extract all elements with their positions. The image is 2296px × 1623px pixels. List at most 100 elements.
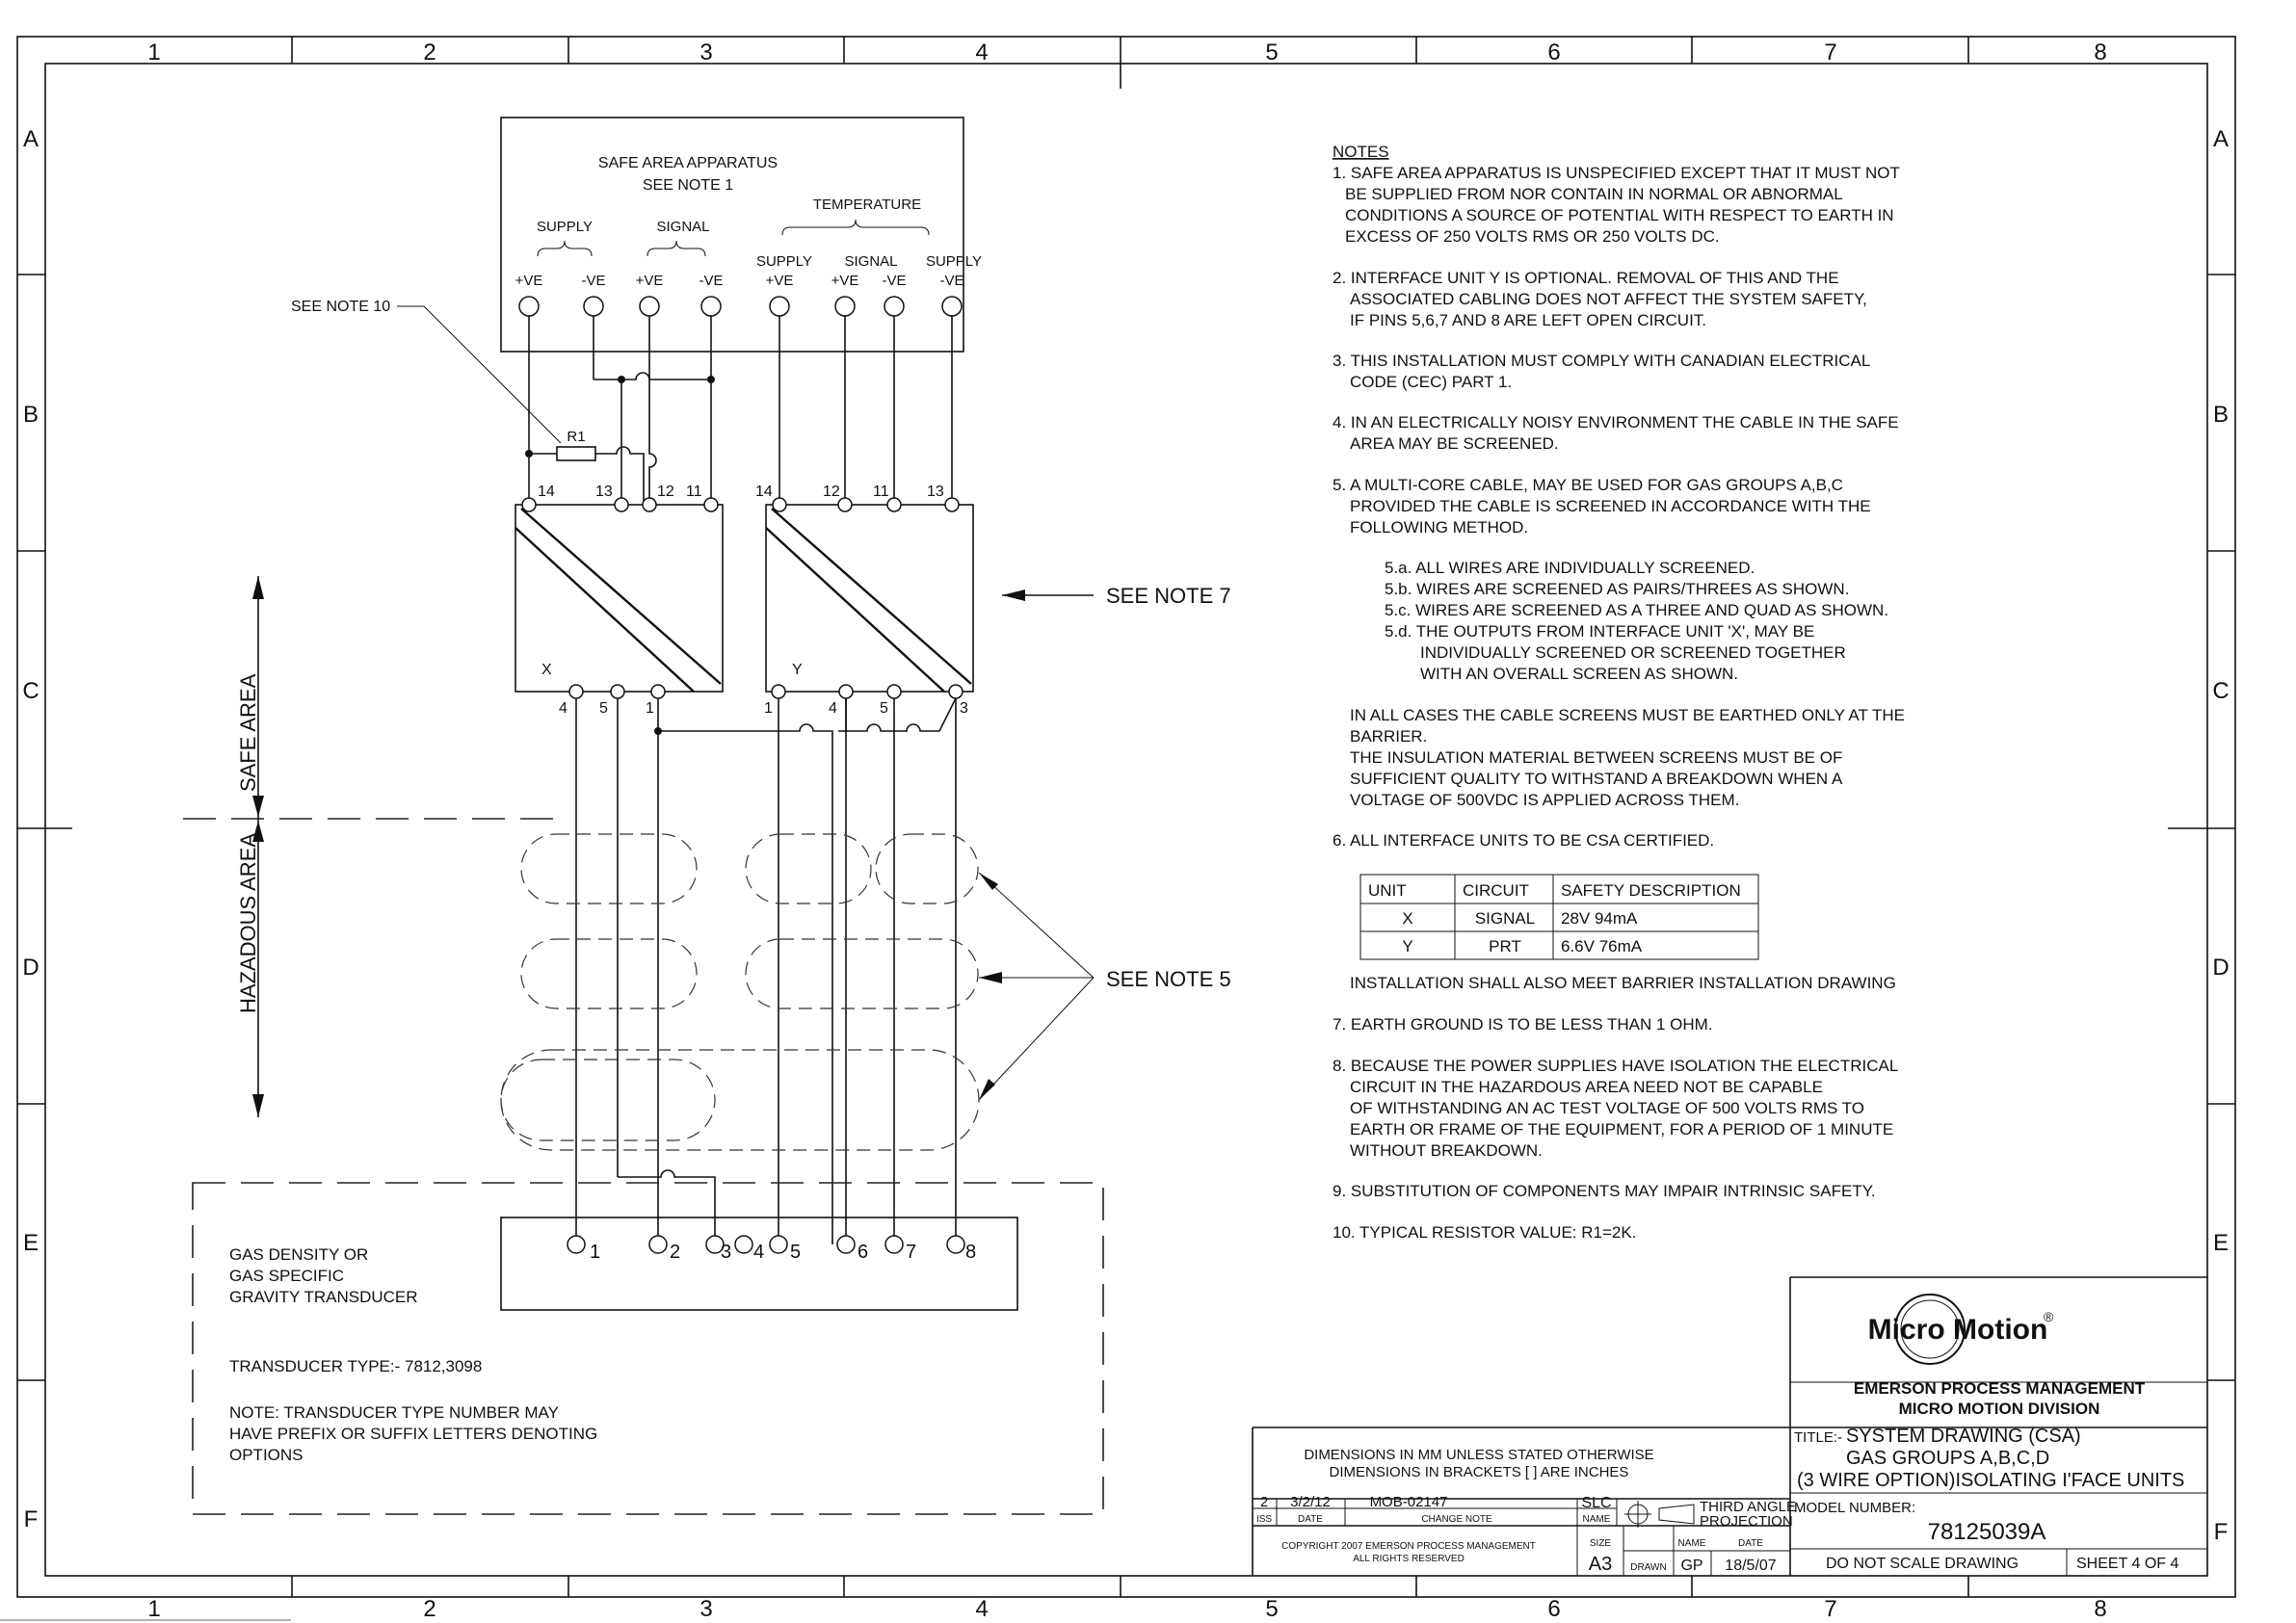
transducer-pin-number: 2	[670, 1242, 680, 1263]
unit-x-pin-number: 4	[559, 700, 567, 717]
apparatus-title: SAFE AREA APPARATUS	[598, 155, 778, 171]
revision-date: 3/2/12	[1290, 1494, 1331, 1510]
junction-dot	[618, 376, 625, 383]
note-line: AREA MAY BE SCREENED.	[1350, 434, 1559, 453]
safe-area-label: SAFE AREA	[236, 673, 260, 792]
cable-screens	[500, 833, 980, 1151]
note-line: 1. SAFE AREA APPARATUS IS UNSPECIFIED EX…	[1333, 164, 1900, 182]
col-label-bottom: 6	[1547, 1596, 1560, 1622]
col-label-bottom: 1	[147, 1596, 160, 1622]
header-size: SIZE	[1590, 1538, 1612, 1549]
unit-y-top-pin	[772, 497, 787, 512]
col-label-top: 2	[423, 39, 435, 65]
see-note-5-label: SEE NOTE 5	[1106, 967, 1231, 991]
transducer-type: TRANSDUCER TYPE:- 7812,3098	[229, 1357, 482, 1375]
note-line: EXCESS OF 250 VOLTS RMS OR 250 VOLTS DC.	[1345, 227, 1720, 246]
col-label-bottom: 5	[1265, 1596, 1278, 1622]
col-label-top: 1	[147, 39, 160, 65]
unit-y-pin-number: 1	[764, 700, 773, 717]
see-note-7-label: SEE NOTE 7	[1106, 584, 1231, 608]
note-line: BE SUPPLIED FROM NOR CONTAIN IN NORMAL O…	[1345, 185, 1843, 203]
unit-x-pin-number: 14	[538, 484, 555, 500]
transducer: 1 2 3 4 5 6 7 8 GAS DENSITY OR GAS SPECI…	[192, 1182, 1104, 1515]
transducer-pin	[836, 1235, 856, 1254]
unit-y-bottom-pin	[771, 684, 786, 699]
model-number: 78125039A	[1928, 1519, 2046, 1545]
unit-y-bottom-pin	[886, 684, 902, 699]
table-cell: PRT	[1489, 937, 1521, 955]
note-line: 5.b. WIRES ARE SCREENED AS PAIRS/THREES …	[1385, 580, 1849, 598]
temperature-group-label: TEMPERATURE	[813, 196, 921, 213]
temp-signal-label: SIGNAL	[844, 253, 897, 270]
safe-area-wiring	[525, 316, 953, 505]
notes-section-lower: INSTALLATION SHALL ALSO MEET BARRIER INS…	[1333, 974, 1898, 1242]
resistor-r1: R1 SEE NOTE 10	[291, 299, 596, 461]
table-cell: 28V 94mA	[1561, 909, 1638, 928]
note-line: SUFFICIENT QUALITY TO WITHSTAND A BREAKD…	[1350, 770, 1843, 788]
unit-x-pin-number: 5	[599, 700, 608, 717]
table-cell: X	[1402, 909, 1412, 928]
note-line: BARRIER.	[1350, 727, 1427, 746]
table-header: SAFETY DESCRIPTION	[1561, 881, 1741, 900]
unit-x-bottom-pin	[610, 684, 625, 699]
note-line: 4. IN AN ELECTRICALLY NOISY ENVIRONMENT …	[1333, 413, 1899, 432]
note-line: IF PINS 5,6,7 AND 8 ARE LEFT OPEN CIRCUI…	[1350, 311, 1706, 329]
interface-unit-x: X 14 13 12 11 4 5 1	[515, 484, 724, 717]
drawn-label: DRAWN	[1630, 1562, 1666, 1573]
note-line: 3. THIS INSTALLATION MUST COMPLY WITH CA…	[1333, 352, 1870, 370]
unit-x-pin-number: 13	[595, 484, 613, 500]
row-label-right: B	[2213, 402, 2229, 428]
unit-x-top-pin	[614, 497, 629, 512]
unit-y-pin-number: 3	[960, 700, 968, 717]
revision-iss: 2	[1260, 1494, 1268, 1510]
header-name: NAME	[1583, 1514, 1611, 1525]
note-line: 5.a. ALL WIRES ARE INDIVIDUALLY SCREENED…	[1385, 559, 1755, 577]
col-label-top: 3	[699, 39, 712, 65]
col-label-top: 4	[975, 39, 988, 65]
unit-y-top-pin	[886, 497, 902, 512]
area-divider: SAFE AREA HAZADOUS AREA	[183, 576, 557, 1117]
unit-y-pin-number: 13	[927, 484, 944, 500]
projection-label: PROJECTION	[1700, 1513, 1793, 1530]
note-line: 5.c. WIRES ARE SCREENED AS A THREE AND Q…	[1385, 601, 1888, 619]
row-label-left: E	[23, 1230, 39, 1256]
header-name: NAME	[1678, 1538, 1706, 1549]
scale-note: DO NOT SCALE DRAWING	[1826, 1556, 2019, 1572]
drawing-title: GAS GROUPS A,B,C,D	[1846, 1448, 2049, 1469]
unit-x-pin-number: 11	[686, 484, 702, 500]
company-name: EMERSON PROCESS MANAGEMENT	[1854, 1379, 2146, 1398]
terminal-label: +VE	[515, 273, 543, 289]
note-line: 9. SUBSTITUTION OF COMPONENTS MAY IMPAIR…	[1333, 1182, 1876, 1200]
table-cell: 6.6V 76mA	[1561, 937, 1643, 955]
drawing-border	[16, 36, 2236, 1598]
revision-change-note: MOB-02147	[1370, 1494, 1448, 1510]
note-line: 7. EARTH GROUND IS TO BE LESS THAN 1 OHM…	[1333, 1015, 1713, 1034]
unit-y-pin-number: 12	[823, 484, 840, 500]
resistor-label: R1	[567, 429, 585, 445]
row-label-left: D	[22, 955, 39, 981]
unit-y-pin-number: 14	[755, 484, 773, 500]
note-line: OF WITHSTANDING AN AC TEST VOLTAGE OF 50…	[1350, 1099, 1864, 1117]
transducer-pin	[769, 1235, 788, 1254]
row-label-left: B	[23, 402, 39, 428]
transducer-pin	[567, 1235, 586, 1254]
unit-x-pin-number: 12	[657, 484, 674, 500]
unit-x-label: X	[541, 662, 552, 678]
drawn-name: GP	[1680, 1558, 1702, 1574]
copyright: COPYRIGHT 2007 EMERSON PROCESS MANAGEMEN…	[1281, 1541, 1536, 1552]
header-date: DATE	[1298, 1514, 1323, 1525]
row-labels: A B C D E F A B C D E F	[22, 126, 2229, 1545]
transducer-pin-number: 1	[590, 1242, 600, 1263]
apparatus-terminal	[700, 296, 722, 317]
terminal-label: -VE	[581, 273, 605, 289]
note-line: PROVIDED THE CABLE IS SCREENED IN ACCORD…	[1350, 497, 1871, 515]
table-cell: SIGNAL	[1475, 909, 1535, 928]
note-line: INSTALLATION SHALL ALSO MEET BARRIER INS…	[1350, 974, 1896, 992]
unit-y-pin-number: 4	[829, 700, 837, 717]
unit-x-pin-number: 1	[646, 700, 654, 717]
col-label-bottom: 3	[699, 1596, 712, 1622]
unit-y-pin-number: 11	[873, 484, 889, 500]
terminal-label: +VE	[831, 273, 859, 289]
row-label-right: C	[2212, 678, 2229, 704]
transducer-pin	[705, 1235, 725, 1254]
